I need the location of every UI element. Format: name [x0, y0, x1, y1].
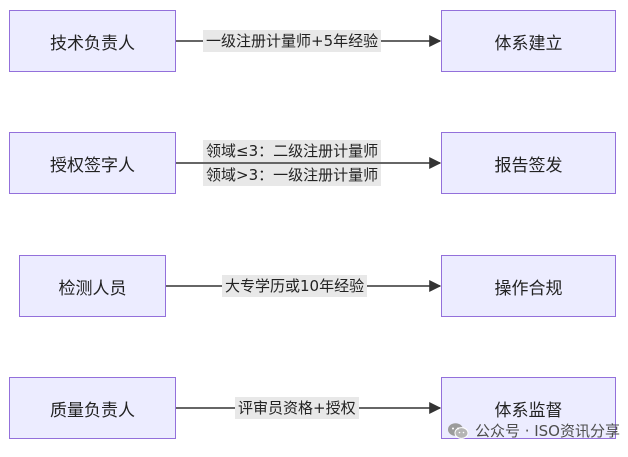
watermark: 公众号 · ISO资讯分享	[447, 420, 620, 441]
edge-label-row-2-line-2: 领域>3：一级注册计量师	[203, 164, 382, 186]
node-authorized-signatory: 授权签字人	[9, 132, 176, 194]
edge-label-row-2-line-1: 领域≤3：二级注册计量师	[203, 140, 382, 162]
node-system-setup: 体系建立	[441, 10, 616, 72]
watermark-text: 公众号 · ISO资讯分享	[474, 422, 620, 440]
node-compliant-operation: 操作合规	[441, 255, 616, 317]
node-quality-lead: 质量负责人	[9, 377, 176, 439]
node-testing-staff: 检测人员	[19, 255, 166, 317]
edge-label-row-4: 评审员资格+授权	[235, 397, 359, 419]
wechat-icon	[447, 422, 469, 439]
node-report-signing: 报告签发	[441, 132, 616, 194]
edge-label-row-1: 一级注册计量师+5年经验	[203, 30, 382, 52]
node-system-supervision: 体系监督	[441, 377, 616, 439]
node-technical-lead: 技术负责人	[9, 10, 176, 72]
edge-label-row-3: 大专学历或10年经验	[222, 275, 368, 297]
